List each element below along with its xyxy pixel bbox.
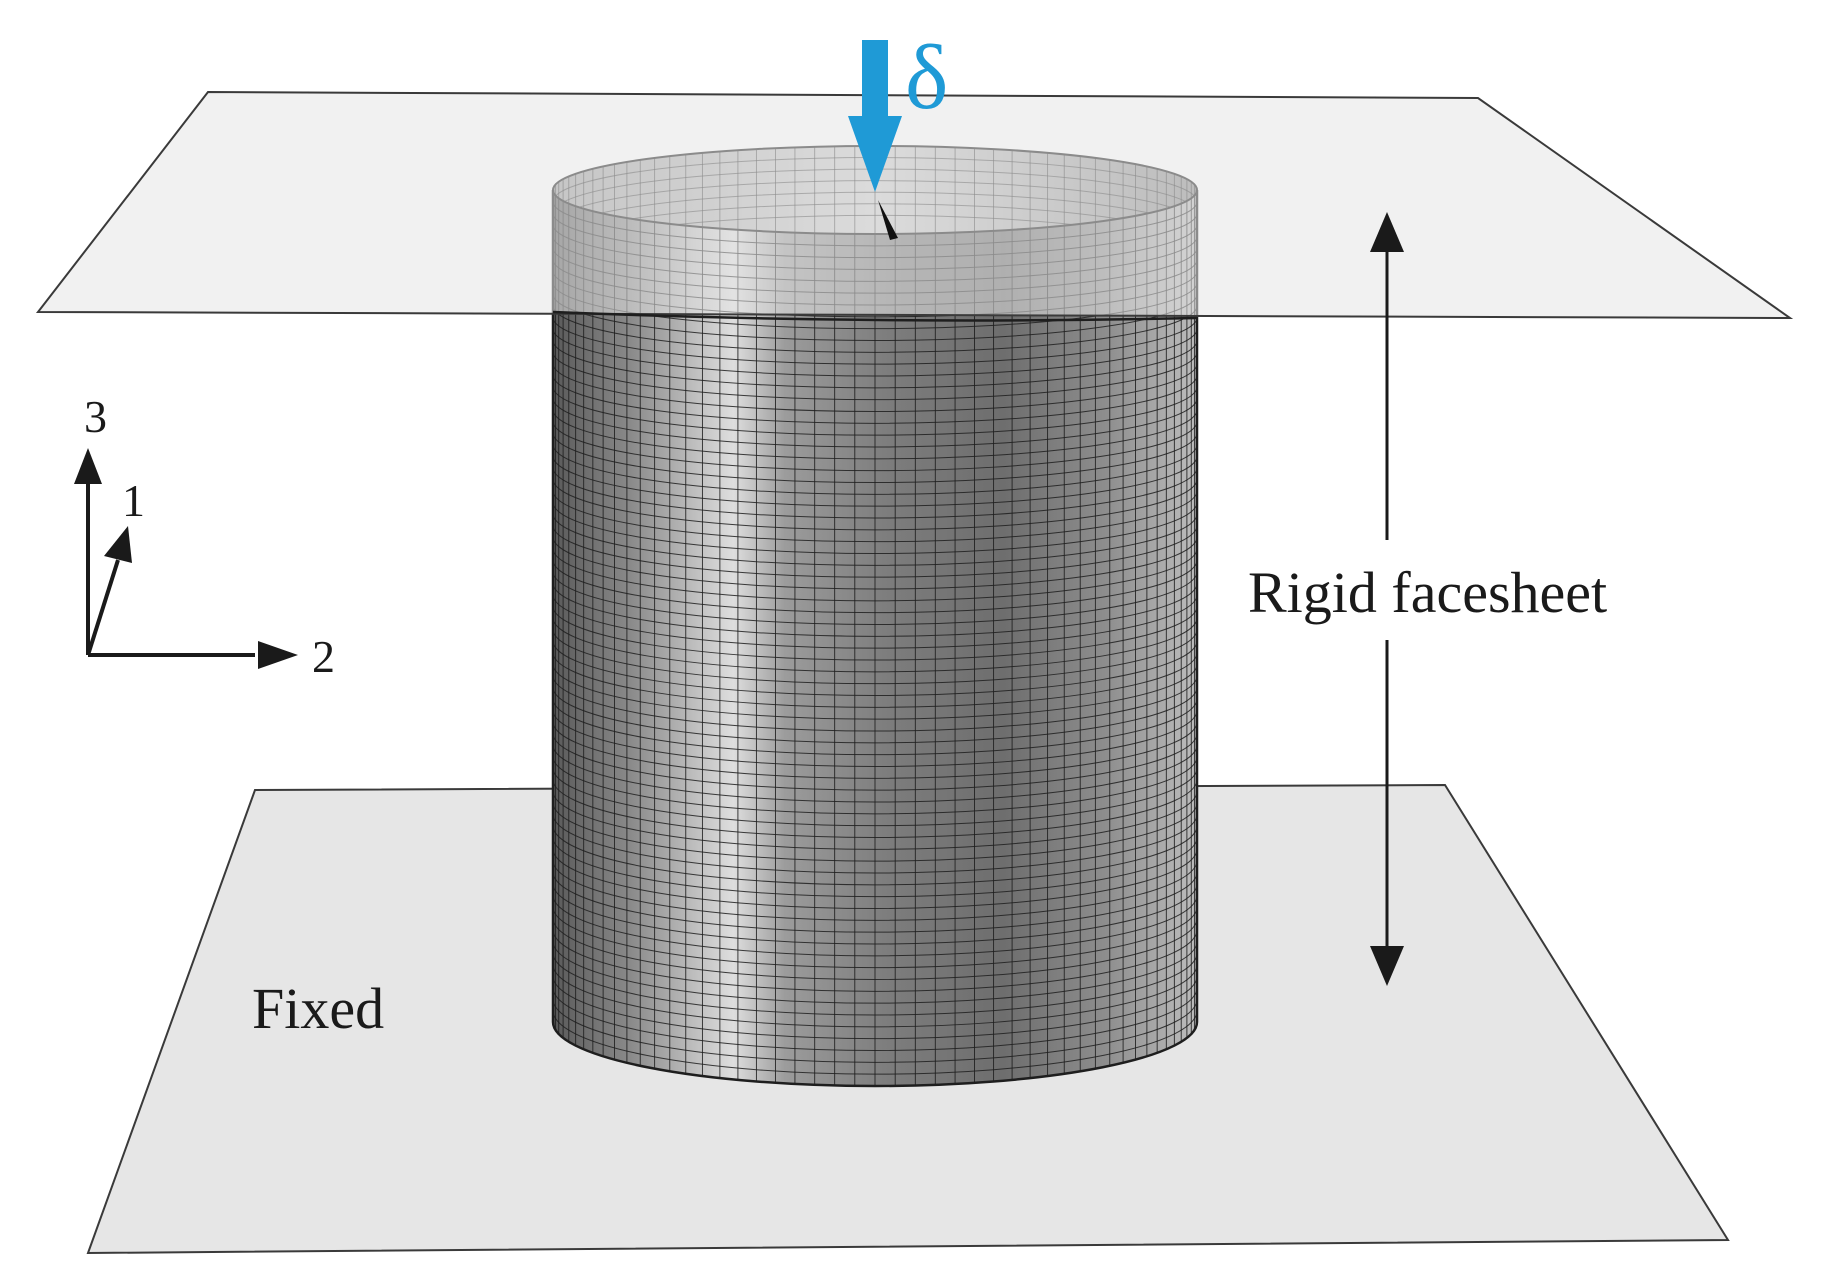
- mesh-line-circumferential: [553, 813, 1197, 874]
- mesh-line-circumferential: [553, 409, 1197, 460]
- mesh-line-circumferential: [553, 709, 1197, 767]
- rigid-facesheet-label: Rigid facesheet: [1248, 560, 1607, 625]
- mesh-line-circumferential: [553, 883, 1197, 945]
- plate-shell-intersection: [552, 310, 1198, 322]
- mesh-line-circumferential: [553, 894, 1197, 957]
- mesh-line-circumferential: [553, 860, 1197, 921]
- mesh-line-circumferential: [553, 467, 1197, 519]
- mesh-line-circumferential: [553, 490, 1197, 543]
- mesh-line-circumferential: [553, 432, 1197, 484]
- displacement-load-arrow: [848, 40, 902, 192]
- mesh-line-circumferential: [553, 941, 1197, 1004]
- shell-mesh-lines: [553, 192, 1197, 1086]
- mesh-line-circumferential: [553, 340, 1197, 389]
- mesh-line-circumferential: [553, 582, 1197, 637]
- mesh-line-circumferential: [553, 605, 1197, 661]
- mesh-line-circumferential: [553, 975, 1197, 1040]
- mesh-line-circumferential: [553, 351, 1197, 401]
- mesh-line-circumferential: [553, 756, 1197, 815]
- mesh-line-circumferential: [553, 397, 1197, 448]
- mesh-line-circumferential: [553, 837, 1197, 898]
- mesh-line-circumferential: [553, 929, 1197, 992]
- mesh-line-circumferential: [553, 998, 1197, 1063]
- axis-2-label: 2: [312, 631, 335, 682]
- mesh-line-circumferential: [553, 790, 1197, 850]
- mesh-line-circumferential: [553, 305, 1197, 353]
- axis-3-label: 3: [84, 391, 107, 442]
- mesh-line-circumferential: [553, 478, 1197, 531]
- axis-1-label: 1: [122, 475, 145, 526]
- top-rigid-plate: [35, 90, 1794, 320]
- mesh-line-circumferential: [553, 779, 1197, 838]
- mesh-line-circumferential: [553, 594, 1197, 649]
- mesh-line-circumferential: [553, 663, 1197, 720]
- delta-label: δ: [905, 26, 948, 128]
- mesh-line-circumferential: [553, 536, 1197, 590]
- mesh-line-circumferential: [553, 744, 1197, 803]
- mesh-line-circumferential: [553, 617, 1197, 673]
- mesh-line-circumferential: [553, 652, 1197, 708]
- mesh-line-circumferential: [553, 906, 1197, 969]
- mesh-line-circumferential: [553, 421, 1197, 472]
- mesh-line-circumferential: [553, 848, 1197, 910]
- mesh-line-circumferential: [553, 525, 1197, 578]
- mesh-line-circumferential: [553, 363, 1197, 412]
- mesh-line-circumferential: [553, 917, 1197, 980]
- height-dimension-arrow: [1370, 212, 1404, 986]
- mesh-line-circumferential: [553, 871, 1197, 933]
- reference-point-marker: [878, 200, 898, 240]
- coordinate-axes: [74, 448, 298, 669]
- mesh-line-circumferential: [553, 987, 1197, 1051]
- mesh-line-circumferential: [553, 374, 1197, 424]
- mesh-line-circumferential: [553, 733, 1197, 791]
- mesh-line-circumferential: [553, 721, 1197, 779]
- mesh-line-circumferential: [553, 559, 1197, 614]
- mesh-line-circumferential: [553, 1010, 1197, 1075]
- fixed-label: Fixed: [252, 976, 384, 1041]
- mesh-line-circumferential: [553, 629, 1197, 685]
- mesh-line-circumferential: [553, 571, 1197, 625]
- mesh-line-circumferential: [553, 386, 1197, 436]
- mesh-line-circumferential: [553, 501, 1197, 554]
- mesh-line-circumferential: [553, 675, 1197, 732]
- mesh-line-circumferential: [553, 952, 1197, 1016]
- mesh-line-circumferential: [553, 698, 1197, 756]
- mesh-line-circumferential: [553, 686, 1197, 744]
- mesh-line-circumferential: [553, 513, 1197, 566]
- mesh-line-circumferential: [553, 444, 1197, 495]
- mesh-line-circumferential: [553, 802, 1197, 862]
- mesh-line-circumferential: [553, 964, 1197, 1028]
- mesh-line-circumferential: [553, 317, 1197, 365]
- mesh-line-circumferential: [553, 640, 1197, 697]
- mesh-line-circumferential: [553, 455, 1197, 507]
- mesh-line-circumferential: [553, 328, 1197, 377]
- mesh-line-circumferential: [553, 548, 1197, 602]
- mesh-line-circumferential: [553, 825, 1197, 886]
- mesh-line-circumferential: [553, 767, 1197, 827]
